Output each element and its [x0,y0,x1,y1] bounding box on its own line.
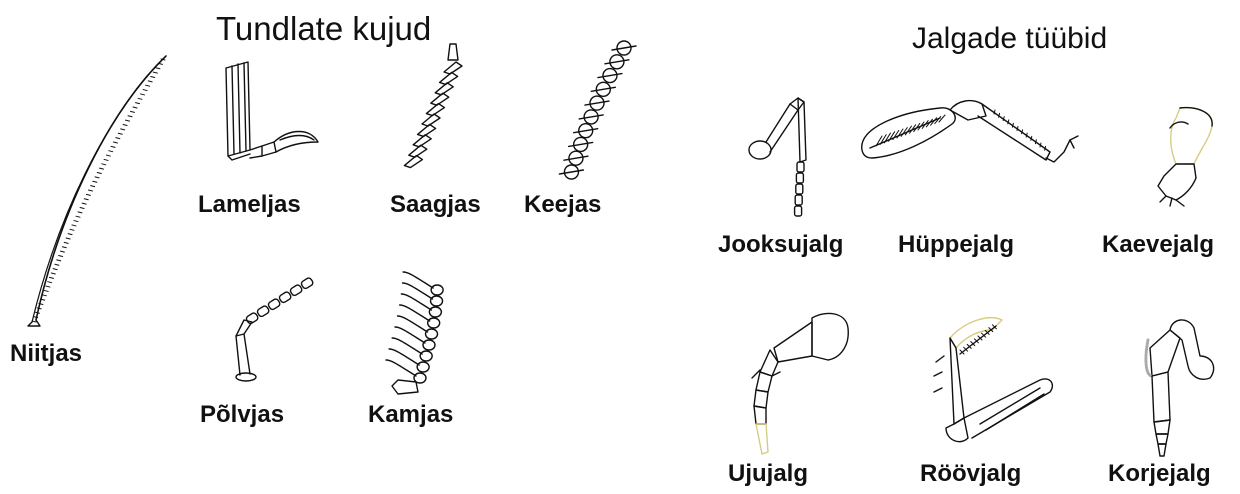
running-leg-icon [749,98,806,216]
serrate-antenna-icon [404,44,462,168]
label-keejas: Keejas [524,193,601,217]
label-korjejalg: Korjejalg [1108,462,1211,486]
raptorial-leg-icon [934,318,1052,442]
geniculate-antenna-icon [236,277,314,381]
label-niitjas: Niitjas [10,342,82,366]
label-ujujalg: Ujujalg [728,462,808,486]
collecting-leg-icon [1146,320,1214,456]
label-jooksujalg: Jooksujalg [718,233,843,257]
label-polvjas: Põlvjas [200,403,284,427]
jumping-leg-icon [862,101,1078,162]
label-lameljas: Lameljas [198,193,301,217]
label-roovjalg: Röövjalg [920,462,1021,486]
label-kaevejalg: Kaevejalg [1102,233,1214,257]
lamellate-antenna-icon [226,62,318,160]
filiform-antenna-icon [28,56,166,326]
moniliform-antenna-icon [559,41,636,179]
label-kamjas: Kamjas [368,403,453,427]
label-huppejalg: Hüppejalg [898,233,1014,257]
pectinate-antenna-icon [386,272,443,394]
swimming-leg-icon [752,313,848,454]
digging-leg-icon [1158,108,1212,206]
label-saagjas: Saagjas [390,193,481,217]
